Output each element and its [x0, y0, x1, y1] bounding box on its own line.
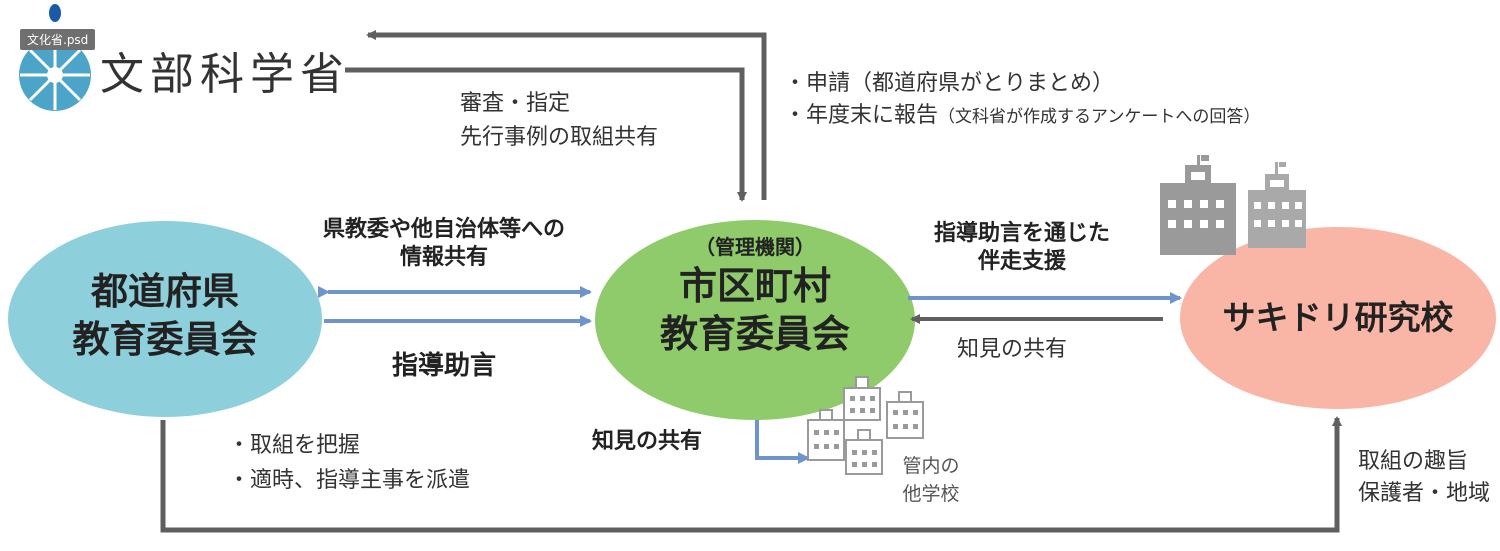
arrow-ministry-to-municipality [345, 67, 747, 202]
municipality-node [595, 220, 915, 420]
application-label: ・申請（都道府県がとりまとめ） [784, 71, 1115, 96]
research-school-label: サキドリ研究校 [1222, 298, 1454, 337]
case-sharing-label: 先行事例の取組共有 [460, 125, 659, 150]
info-share-line-1: 県教委や他自治体等への [322, 217, 565, 242]
school-building-icon [1160, 155, 1236, 255]
prefecture-label: 都道府県 教育委員会 [8, 268, 322, 364]
right-edge-line-2: 保護者・地域 [1358, 481, 1491, 506]
dispatch-supervisor-label: ・適時、指導主事を派遣 [228, 468, 471, 493]
support-line-2: 伴走支援 [977, 249, 1066, 274]
ministry-logo-icon [19, 4, 91, 111]
municipality-sub-label: （管理機関） [695, 235, 815, 259]
right-edge-label: 取組の趣旨 保護者・地域 [1358, 446, 1500, 510]
arrow-prefecture-to-school [160, 416, 1342, 533]
research-school-node [1180, 227, 1496, 409]
school-building-icon [1248, 162, 1306, 248]
prefecture-line-2: 教育委員会 [72, 318, 258, 361]
right-edge-line-1: 取組の趣旨 [1358, 449, 1469, 474]
info-share-label: 県教委や他自治体等への 情報共有 [283, 216, 605, 272]
info-share-line-2: 情報共有 [399, 245, 488, 270]
other-schools-line-1: 管内の [902, 455, 960, 477]
report-label-main: ・年度末に報告 [784, 103, 939, 128]
prefecture-line-1: 都道府県 [91, 270, 239, 313]
grasp-activities-label: ・取組を把握 [228, 433, 361, 458]
municipality-line-1: 市区町村 [678, 264, 831, 308]
knowledge-share-right-label: 知見の共有 [957, 337, 1068, 362]
other-schools-label: 管内の 他学校 [886, 452, 976, 508]
arrow-to-other-schools [755, 420, 810, 464]
guidance-label: 指導助言 [392, 351, 497, 381]
report-label-sub: （文科省が作成するアンケートへの回答） [938, 107, 1261, 127]
arrow-municipality-to-ministry [366, 30, 767, 200]
prefecture-node [8, 221, 322, 417]
report-label: ・年度末に報告（文科省が作成するアンケートへの回答） [784, 100, 1260, 133]
file-tag: 文化省.psd [20, 29, 96, 50]
knowledge-share-bottom-label: 知見の共有 [592, 429, 703, 454]
municipality-label: （管理機関） 市区町村 教育委員会 [595, 232, 915, 358]
review-designation-label: 審査・指定 [460, 91, 571, 116]
support-line-1: 指導助言を通じた [933, 221, 1110, 246]
municipality-line-2: 教育委員会 [659, 312, 850, 356]
support-label: 指導助言を通じた 伴走支援 [893, 220, 1151, 276]
other-schools-line-2: 他学校 [902, 483, 960, 505]
school-building-icon [807, 376, 924, 475]
ministry-name: 文部科学省 [100, 49, 350, 100]
